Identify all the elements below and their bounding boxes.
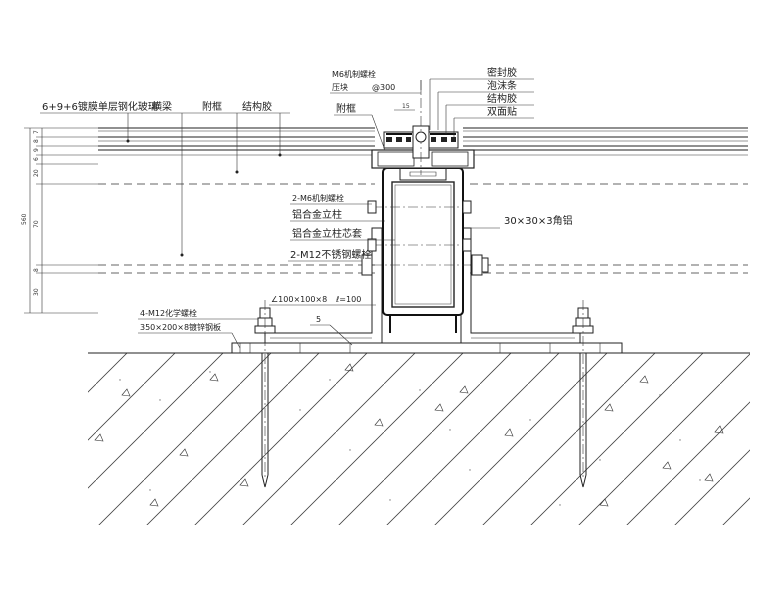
label-bolts-2m6: 2-M6机制螺栓 [292,193,344,203]
bottom-left-annotations: 4-M12化学螺栓 350×200×8镀锌钢板 [138,308,258,349]
label-weld: 5 [316,315,321,324]
aluminum-mullion [361,149,489,333]
label-struct-glue-right: 结构胶 [487,92,517,105]
label-struct-glue-top: 结构胶 [242,100,272,113]
dim-d4: 6 [33,157,40,161]
label-press-block: 压块 [332,82,348,92]
dim-d3: 9 [33,148,40,152]
chemical-bolt-left [254,300,276,488]
label-subframe-top: 附框 [202,100,222,113]
label-alu-column: 铝合金立柱 [292,208,342,221]
dim-d8: 30 [33,288,40,296]
dim-total: 560 [21,213,28,225]
angle-steel-left [264,227,383,343]
label-angle-alu: 30×30×3角铝 [504,215,573,227]
label-alu-core: 铝合金立柱芯套 [292,227,362,240]
mid-annotations: 2-M6机制螺栓 铝合金立柱 铝合金立柱芯套 2-M12不锈钢螺栓 30×30×… [269,193,573,346]
dim-d2: 8 [33,139,40,143]
label-foam-strip: 泡沫条 [487,79,517,92]
label-sealant: 密封胶 [487,66,517,79]
dim-d6: 70 [33,220,40,228]
galvanized-steel-plate [231,342,623,354]
transom-hidden-lines [98,183,748,274]
dim-d7: 8 [33,268,40,272]
dimension-chain-left: 560 7 8 9 6 20 70 8 30 [21,127,98,314]
top-left-annotations: 6+9+6镀膜单层钢化玻璃 横梁 附框 结构胶 [40,100,290,257]
label-chem-bolts: 4-M12化学螺栓 [140,308,197,318]
label-glass: 6+9+6镀膜单层钢化玻璃 [42,100,158,113]
angle-steel-right [460,227,581,343]
label-bolts-2m12: 2-M12不锈钢螺栓 [290,248,371,261]
dim-top-small: 15 [402,103,410,110]
label-angle-len: ℓ=100 [335,295,361,304]
top-right-annotations: 密封胶 泡沫条 结构胶 双面贴 [429,66,534,140]
label-angle-steel: ∠100×100×8 [271,295,327,304]
label-beam: 横梁 [152,100,172,113]
label-plate: 350×200×8镀锌钢板 [140,322,221,332]
chemical-bolt-right [572,300,594,488]
concrete-slab [88,352,750,525]
top-center-annotations: M6机制螺栓 压块 @300 附框 15 [330,69,422,151]
label-double-tape: 双面贴 [487,105,517,118]
glass-panel [98,127,748,156]
dim-d1: 7 [33,130,40,134]
label-subframe-mid: 附框 [336,102,356,115]
label-spacing: @300 [372,83,395,92]
dim-d5: 20 [33,169,40,177]
pressure-block [383,80,459,175]
label-m6-bolt: M6机制螺栓 [332,69,376,79]
